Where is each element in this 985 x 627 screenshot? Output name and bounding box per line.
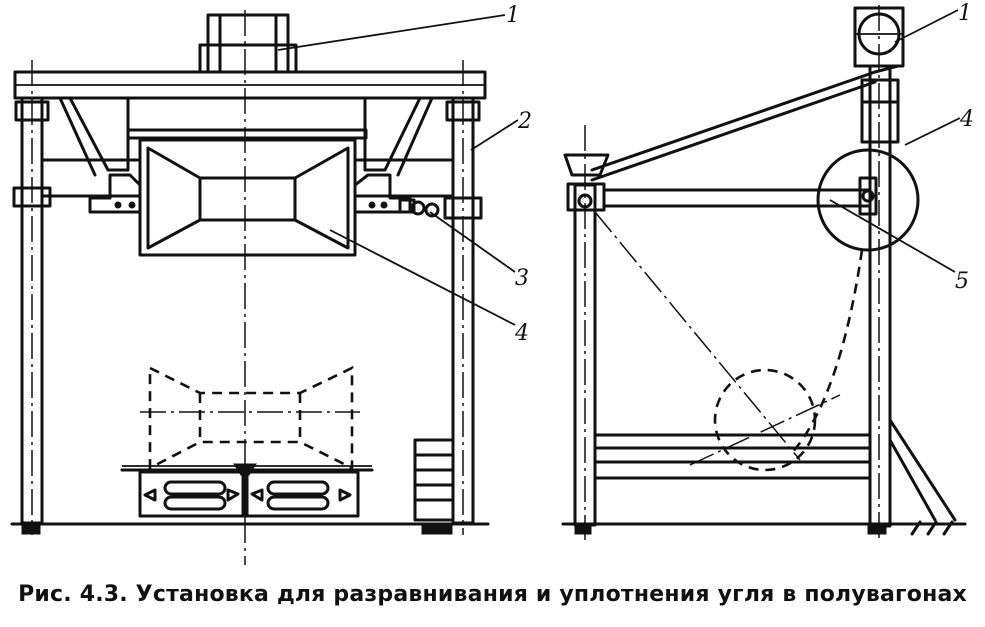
swing-arc [789,249,864,456]
leveler-lowered-side [713,368,817,472]
right-bracket [353,173,412,214]
label-5-right: 5 [955,269,969,294]
label-1-right: 1 [958,1,972,26]
chain-link-2 [424,202,440,218]
label-2-left: 2 [517,109,532,134]
label-4-left: 4 [514,321,529,346]
stairs [413,438,455,522]
leveler-lowered-position [148,365,354,471]
leveler-frame [126,128,368,140]
left-view: 1 2 3 4 [10,3,532,565]
label-3-left: 3 [515,266,529,291]
leveler-body [146,146,350,250]
rear-pivot [563,153,610,177]
figure-caption: Рис. 4.3. Установка для разравнивания и … [18,582,967,607]
leveler-outline [138,138,357,257]
incline-tie-upper [590,70,877,172]
incline-tie-lower [590,80,877,182]
right-view: 1 4 5 [561,1,974,540]
swing-axis [594,211,801,461]
front-post [868,64,892,528]
chain-link-1 [410,200,426,216]
technical-drawing: 1 2 3 4 [10,1,974,565]
label-4-right: 4 [959,107,974,132]
leveler-side-contour [816,148,920,252]
label-1-left: 1 [506,3,520,28]
